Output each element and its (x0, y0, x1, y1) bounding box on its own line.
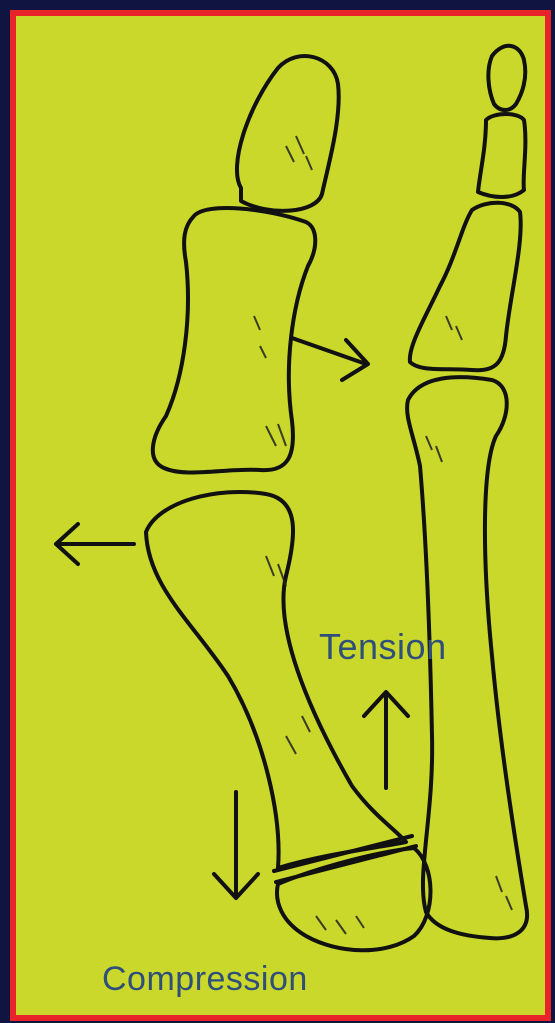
tension-label: Tension (319, 626, 447, 668)
left-middle-phalanx (153, 208, 315, 472)
shading-right (426, 316, 512, 910)
arrow-right-middle (292, 338, 368, 380)
shading-left-middle (254, 316, 286, 446)
compression-label: Compression (102, 960, 308, 999)
arrow-up-tension (364, 692, 408, 788)
right-proximal-phalanx (410, 203, 521, 371)
left-proximal-phalanx (146, 492, 406, 868)
right-middle-phalanx (478, 114, 525, 197)
shading-left-distal (286, 136, 312, 170)
diagram-frame: Tension Compression (10, 10, 551, 1021)
finger-bones-drawing (16, 16, 545, 1015)
shading-left-head (316, 916, 364, 934)
arrow-left-proximal (56, 524, 134, 564)
left-distal-phalanx (237, 56, 339, 211)
right-distal-phalanx (488, 46, 525, 110)
shading-left-proximal (266, 556, 310, 754)
arrow-down-compression (214, 792, 258, 898)
